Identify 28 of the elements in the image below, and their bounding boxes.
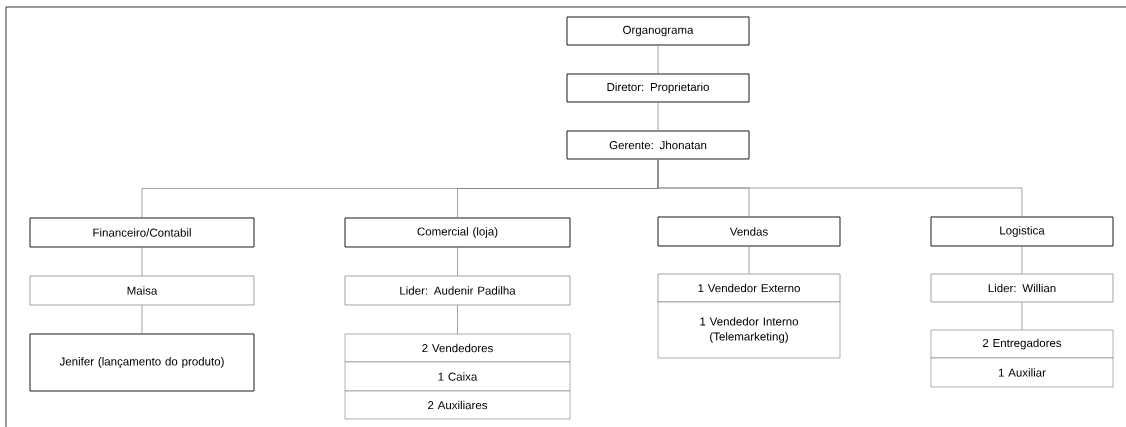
table-row: 1 Auxiliar bbox=[930, 357, 1114, 388]
org-box: Lider: Willian bbox=[930, 273, 1114, 303]
connector-line bbox=[141, 305, 143, 334]
org-box: Logistica bbox=[930, 216, 1114, 247]
connector-line bbox=[457, 247, 458, 276]
table-row: 1 Vendedor Interno (Telemarketing) bbox=[657, 301, 841, 359]
org-box: Lider: Audenir Padilha bbox=[344, 275, 571, 306]
org-box: Comercial (loja) bbox=[344, 217, 571, 248]
table-row: 1 Caixa bbox=[344, 361, 571, 392]
connector-line bbox=[457, 305, 458, 335]
org-box: 1 Vendedor Externo bbox=[657, 273, 841, 303]
connector-line bbox=[657, 45, 659, 74]
connector-line bbox=[657, 102, 659, 131]
org-box: Diretor: Proprietario bbox=[566, 73, 750, 103]
table-row: 2 Auxiliares bbox=[344, 390, 571, 420]
org-box: Jenifer (lançamento do produto) bbox=[29, 333, 255, 392]
table-row: 2 Vendedores bbox=[344, 333, 571, 363]
connector-line bbox=[657, 159, 1023, 217]
connector-line bbox=[1021, 246, 1023, 274]
org-box: Maisa bbox=[29, 275, 255, 306]
org-box: Financeiro/Contabil bbox=[29, 217, 255, 248]
org-box: Vendas bbox=[657, 216, 841, 247]
org-box: Organograma bbox=[566, 16, 750, 46]
org-box: Gerente: Jhonatan bbox=[566, 130, 750, 160]
table-row: 2 Entregadores bbox=[930, 329, 1114, 359]
connector-line bbox=[141, 247, 143, 276]
connector-line bbox=[1021, 302, 1023, 331]
connector-line bbox=[748, 246, 750, 274]
